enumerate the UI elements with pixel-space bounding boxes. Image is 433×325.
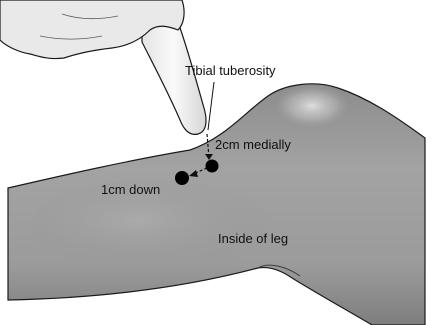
acupoint (175, 171, 189, 185)
down-label: 1cm down (101, 183, 160, 196)
medially-label: 2cm medially (215, 138, 291, 151)
kneecap-highlight (274, 84, 350, 128)
tibial-leader-line (208, 82, 214, 130)
medial-point (206, 160, 219, 173)
tibial-tuberosity-label: Tibial tuberosity (185, 64, 276, 77)
inside-of-leg-label: Inside of leg (218, 232, 288, 245)
